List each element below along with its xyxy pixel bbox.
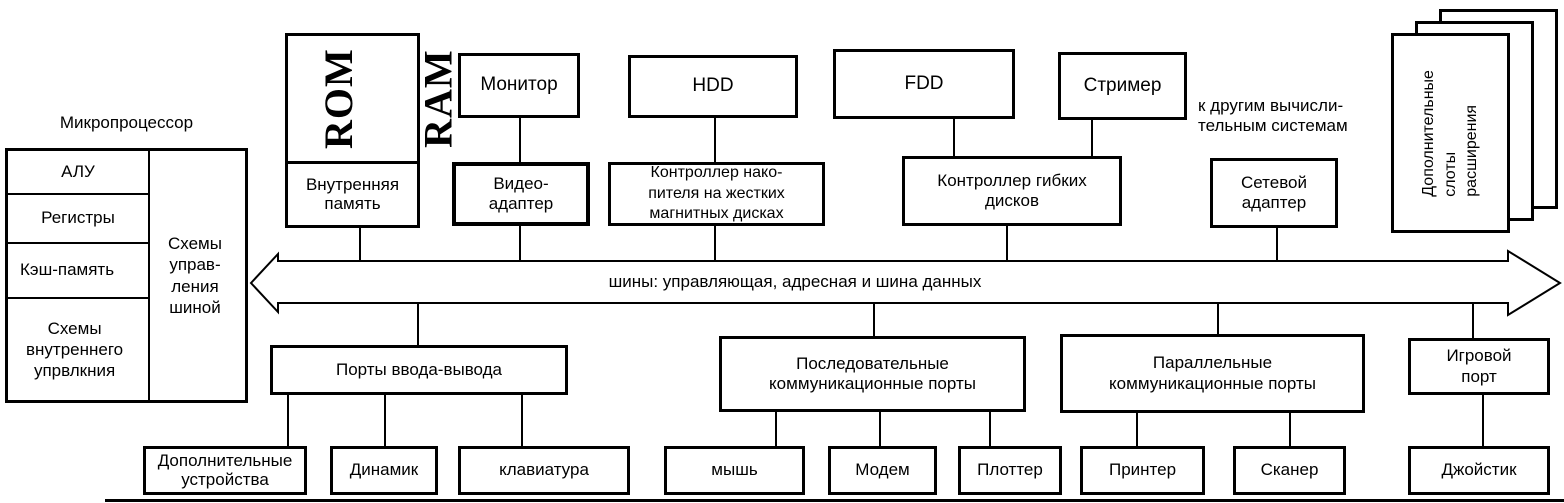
connector-line [953,119,955,156]
ram-label: RAM [415,49,461,148]
connector-line [1136,413,1138,446]
fdd-box: FDD [833,49,1015,119]
internal-memory-label: Внутренняя память [288,161,417,225]
connector-line [1091,120,1093,156]
speaker-box: Динамик [330,446,438,495]
internal-memory-box: ROM RAM Внутренняя память [285,33,461,228]
cpu-box: АЛУ Регистры Кэш-память Схемы внутреннег… [5,148,248,403]
connector-line [1006,226,1008,261]
serial-ports-box: Последовательные коммуникационные порты [719,336,1026,412]
cache-cell: Кэш-память [20,260,115,280]
fdd-controller-box: Контроллер гибких дисков [902,156,1122,226]
mouse-box: мышь [664,446,805,495]
rom-cell: ROM [288,36,389,161]
connector-line [1276,228,1278,261]
hdd-controller-box: Контроллер нако- пителя на жестких магни… [608,162,825,226]
cpu-divider [8,193,148,195]
internal-control-cell: Схемы внутреннего упрвлкния [26,318,124,381]
streamer-box: Стример [1058,52,1187,120]
cpu-divider [8,297,148,299]
network-adapter-box: Сетевой адаптер [1210,158,1338,228]
video-adapter-box: Видео- адаптер [452,162,590,226]
printer-box: Принтер [1080,446,1205,495]
connector-line [714,226,716,261]
connector-line [384,395,386,446]
joystick-box: Джойстик [1408,446,1550,495]
hdd-box: HDD [628,55,798,118]
io-ports-box: Порты ввода-вывода [270,345,568,395]
rom-label: ROM [315,48,361,149]
modem-box: Модем [828,446,937,495]
registers-cell: Регистры [41,208,115,228]
memory-cells: ROM RAM [288,36,461,161]
connector-line [989,412,991,446]
connector-line [287,395,289,446]
connector-line [879,412,881,446]
connector-line [1482,395,1484,446]
connector-line [521,395,523,446]
cpu-divider [148,151,150,400]
game-port-box: Игровой порт [1408,338,1550,395]
connector-line [359,228,361,261]
connector-line [519,226,521,261]
alu-cell: АЛУ [61,161,95,181]
connector-line [417,303,419,345]
connector-line [1289,413,1291,446]
bottom-line [105,499,1564,502]
connector-line [519,118,521,162]
parallel-ports-box: Параллельные коммуникационные порты [1060,334,1365,413]
connector-line [775,412,777,446]
bus-control-cell: Схемы управ- ления шиной [168,234,222,317]
aux-devices-box: Дополнительные устройства [143,446,307,495]
plotter-box: Плоттер [958,446,1062,495]
expansion-slots-box: Дополнительные слоты расширения [1391,33,1510,233]
expansion-slots-label: Дополнительные слоты расширения [1420,69,1481,197]
connector-line [1217,303,1219,334]
cpu-title: Микропроцессор [59,113,194,132]
monitor-box: Монитор [458,53,580,118]
network-note: к другим вычисли- тельным системам [1198,96,1348,136]
system-bus-label: шины: управляющая, адресная и шина данны… [608,271,982,291]
connector-line [714,118,716,162]
keyboard-box: клавиатура [458,446,630,495]
cpu-divider [8,242,148,244]
connector-line [873,303,875,336]
connector-line [1472,303,1474,338]
scanner-box: Сканер [1233,446,1346,495]
